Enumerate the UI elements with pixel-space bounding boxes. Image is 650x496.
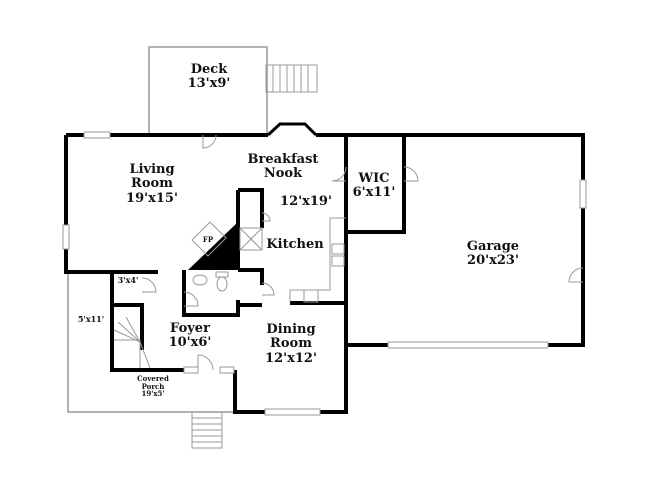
covered-porch-label: Covered Porch 19'x5'	[137, 375, 169, 398]
room-dims: 10'x6'	[168, 335, 212, 351]
interior-stairs	[113, 316, 151, 369]
covered-porch	[67, 272, 235, 413]
room-dims: 6'x11'	[352, 185, 396, 201]
front-stairs	[191, 411, 223, 449]
dining-room-label: Dining Room 12'x12'	[265, 322, 317, 366]
deck-stairs	[265, 64, 318, 93]
foyer-label: Foyer 10'x6'	[168, 321, 212, 351]
room-name: Foyer	[170, 321, 210, 336]
room-dims: 13'x9'	[187, 76, 231, 92]
room-name: Porch	[141, 381, 165, 391]
room-name: Dining	[266, 322, 316, 337]
closet-dims: 3'x4'	[117, 275, 139, 285]
garage-label: Garage 20'x23'	[466, 239, 520, 269]
room-name: Nook	[263, 166, 303, 182]
room-name: Breakfast	[247, 152, 319, 167]
living-room-label: Living Room 19'x15'	[126, 162, 178, 206]
room-name: Covered	[137, 374, 169, 383]
breakfast-nook-dims: 12'x19'	[280, 194, 332, 209]
room-dims: 12'x12'	[265, 350, 317, 366]
room-name: Room	[131, 176, 173, 192]
wic-label: WIC 6'x11'	[352, 171, 396, 201]
doors	[141, 134, 584, 371]
fireplace-label: FP	[202, 235, 214, 244]
deck-label: Deck 13'x9'	[187, 62, 231, 92]
kitchen-label: Kitchen	[266, 237, 324, 252]
room-dims: 20'x23'	[467, 253, 519, 269]
room-name: WIC	[358, 171, 390, 186]
room-name: Garage	[466, 239, 520, 254]
bath-fixtures	[192, 271, 229, 292]
fireplace-wedge	[188, 222, 238, 270]
room-dims: 19'x15'	[126, 190, 178, 206]
room-name: Deck	[190, 62, 228, 77]
fireplace-hearth	[191, 221, 227, 257]
bay-window	[266, 122, 318, 137]
room-dims: 19'x5'	[141, 389, 165, 399]
room-name: Room	[270, 336, 312, 352]
breakfast-nook-label: Breakfast Nook	[247, 152, 319, 182]
kitchen-counter	[239, 217, 346, 303]
side-dims: 5'x11'	[77, 314, 105, 324]
room-name: Living	[129, 162, 175, 177]
